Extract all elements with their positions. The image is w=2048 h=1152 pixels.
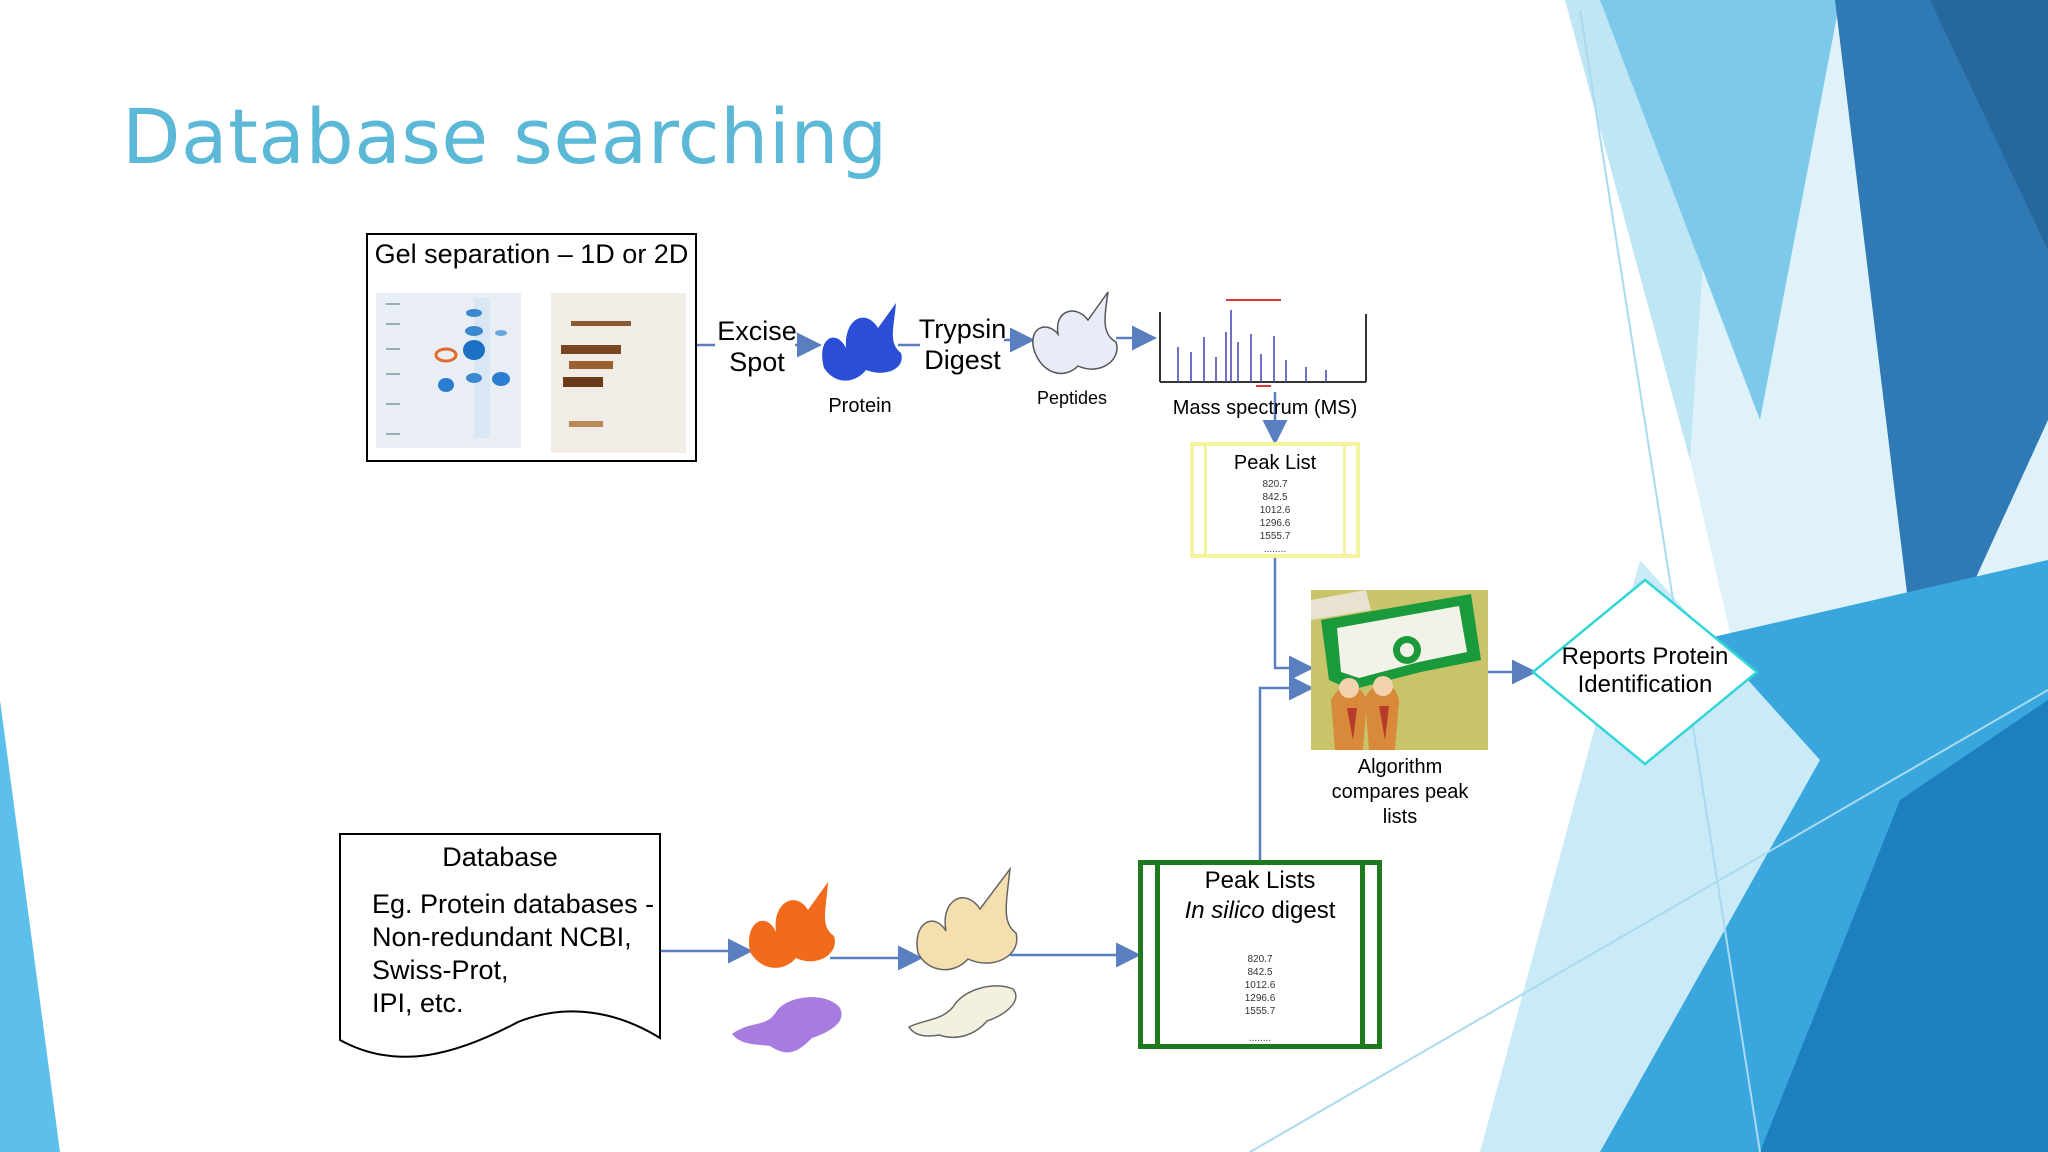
- puzzle-pieces-icon: [1311, 590, 1488, 750]
- gel-image-1d: [376, 293, 521, 448]
- page-title: Database searching: [122, 92, 888, 181]
- peptide-shape-light: [907, 985, 1017, 1039]
- peak-value: ........: [1263, 544, 1287, 555]
- algorithm-line: compares peak: [1331, 781, 1469, 803]
- spot-line: Spot: [729, 347, 785, 378]
- peak-value: 1296.6: [1244, 993, 1276, 1004]
- trypsin-digest-label: Trypsin Digest: [915, 314, 1010, 376]
- peak-value: 1012.6: [1244, 980, 1276, 991]
- peak-value: 1012.6: [1259, 505, 1291, 516]
- protein-shape-blue: [822, 303, 902, 381]
- peak-list-values: 820.7 842.5 1012.6 1296.6 1555.7 .......…: [1194, 478, 1356, 556]
- peak-value: 820.7: [1247, 954, 1273, 965]
- algorithm-line: Algorithm: [1357, 756, 1443, 778]
- peak-lists-values: 820.7 842.5 1012.6 1296.6 1555.7 .......…: [1143, 953, 1377, 1045]
- excise-spot-label: Excise Spot: [712, 316, 802, 378]
- mass-spectrum-label: Mass spectrum (MS): [1172, 397, 1358, 419]
- peak-lists-inner-frame: [1155, 865, 1365, 1044]
- peak-lists-in-silico-box: Peak Lists In silico digest 820.7 842.5 …: [1138, 860, 1382, 1049]
- mass-spectrum-plot: [1159, 299, 1367, 387]
- peak-lists-title: Peak Lists: [1204, 867, 1316, 894]
- gel-caption: Gel separation – 1D or 2D: [374, 239, 689, 269]
- database-description: Eg. Protein databases - Non-redundant NC…: [372, 888, 654, 1020]
- peak-value: 820.7: [1262, 479, 1288, 490]
- database-document-shape: [339, 833, 661, 1058]
- protein-shape-orange: [748, 882, 835, 968]
- database-line: Eg. Protein databases -: [372, 889, 655, 919]
- protein-label: Protein: [828, 395, 892, 417]
- reports-protein-identification-label: Reports Protein Identification: [1535, 643, 1755, 699]
- peak-value: 1555.7: [1259, 531, 1291, 542]
- excise-line: Excise: [717, 316, 797, 346]
- in-silico-digest-label: In silico digest: [1143, 897, 1377, 925]
- peak-value: 1296.6: [1259, 518, 1291, 529]
- gel-separation-box: Gel separation – 1D or 2D: [366, 233, 697, 462]
- gel-image-2d: [551, 293, 686, 453]
- database-line: IPI, etc.: [372, 988, 464, 1018]
- database-line: Non-redundant NCBI,: [372, 922, 632, 952]
- identification-line: Identification: [1577, 671, 1713, 698]
- digest-text: digest: [1264, 897, 1336, 924]
- protein-shape-purple: [732, 997, 842, 1053]
- digest-line: Digest: [924, 345, 1001, 376]
- database-title: Database: [442, 842, 558, 872]
- peak-list-inner-frame: [1204, 446, 1346, 554]
- peptide-shape-cream: [916, 866, 1018, 971]
- database-line: Swiss-Prot,: [372, 955, 509, 985]
- peptides-shape: [1032, 291, 1118, 375]
- peptides-label: Peptides: [1036, 388, 1108, 408]
- peak-list-box: Peak List 820.7 842.5 1012.6 1296.6 1555…: [1190, 442, 1360, 558]
- peak-value: ........: [1248, 1033, 1272, 1044]
- peak-value: 842.5: [1247, 967, 1273, 978]
- algorithm-line: lists: [1382, 806, 1418, 828]
- peak-list-title: Peak List: [1233, 452, 1317, 474]
- peak-value: 842.5: [1262, 492, 1288, 503]
- reports-diamond-shape: [1531, 578, 1759, 766]
- algorithm-label: Algorithm compares peak lists: [1300, 755, 1500, 830]
- reports-line: Reports Protein: [1561, 643, 1729, 670]
- trypsin-line: Trypsin: [918, 314, 1007, 344]
- peak-value: 1555.7: [1244, 1006, 1276, 1017]
- algorithm-clipart: [1311, 590, 1488, 750]
- in-silico-italic: In silico: [1184, 897, 1265, 924]
